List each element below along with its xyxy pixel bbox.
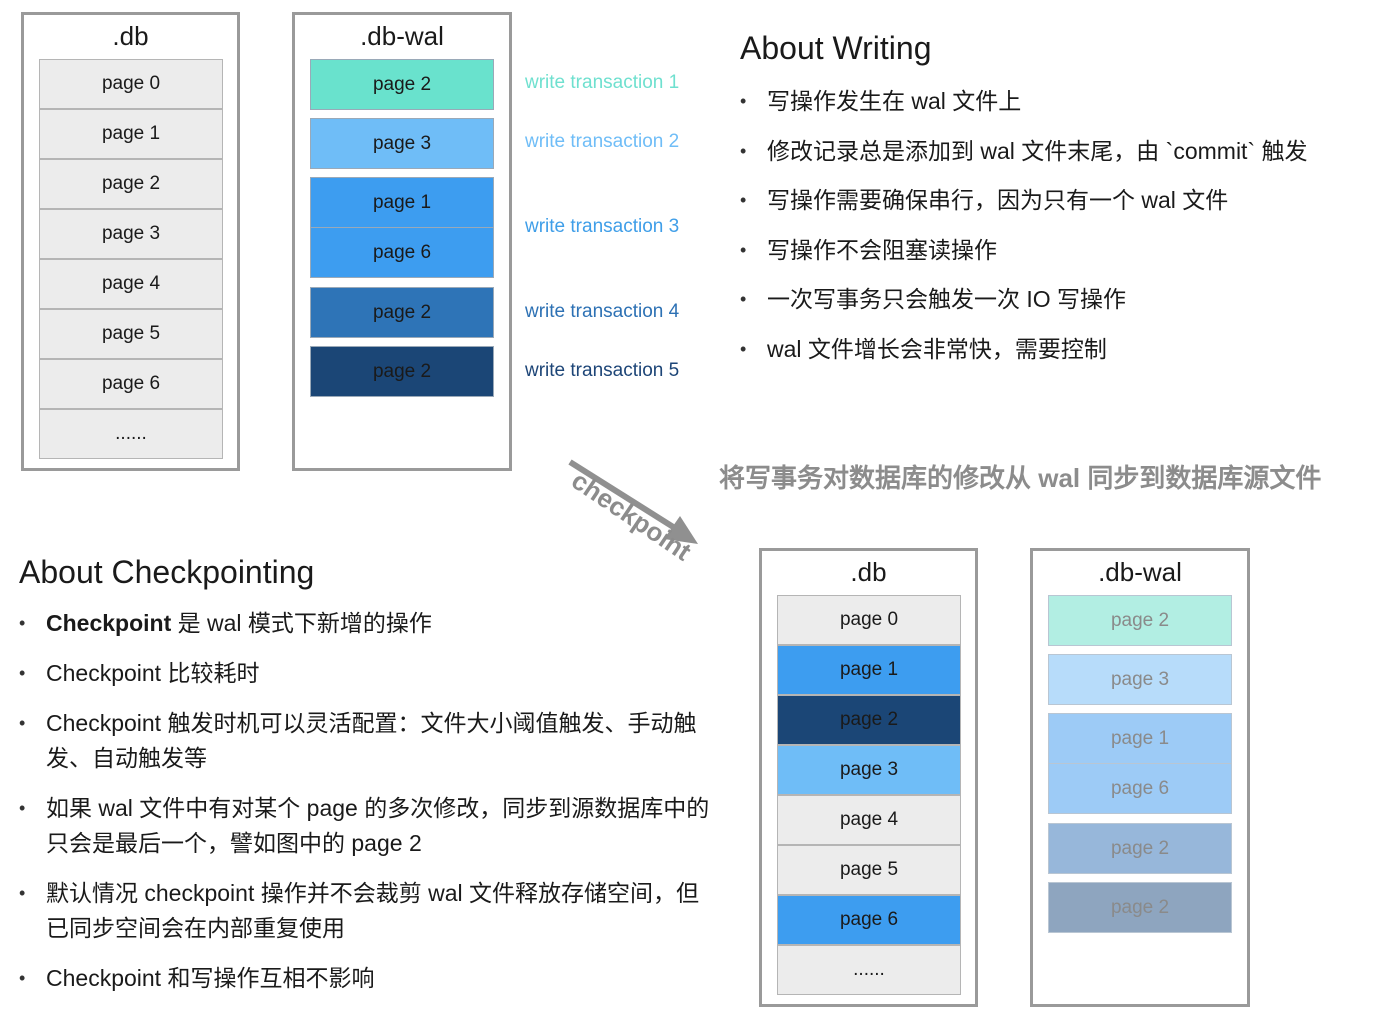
list-item: Checkpoint 比较耗时 — [19, 656, 719, 691]
checkpointing-list: Checkpoint 是 wal 模式下新增的操作 Checkpoint 比较耗… — [19, 606, 719, 1011]
wal-page-cell: page 2 — [1048, 823, 1232, 874]
writing-list: 写操作发生在 wal 文件上修改记录总是添加到 wal 文件末尾，由 `comm… — [740, 84, 1380, 381]
db-page-cell: page 5 — [39, 309, 223, 359]
list-item: Checkpoint 触发时机可以灵活配置：文件大小阈值触发、手动触发、自动触发… — [19, 706, 719, 776]
write-transaction-label: write transaction 5 — [525, 360, 680, 381]
checkpoint-rest: 是 wal 模式下新增的操作 — [171, 610, 432, 636]
wal-page-cell: page 6 — [310, 227, 494, 278]
db-page-cell: page 4 — [39, 259, 223, 309]
db-page-cell: page 0 — [39, 59, 223, 109]
wal-page-cell: page 2 — [310, 287, 494, 338]
db-page-cell: ...... — [777, 945, 961, 995]
wal-page-cell: page 2 — [1048, 595, 1232, 646]
list-item: Checkpoint 是 wal 模式下新增的操作 — [19, 606, 719, 641]
checkpoint-description: 将写事务对数据库的修改从 wal 同步到数据库源文件 — [719, 463, 1322, 493]
list-item: 默认情况 checkpoint 操作并不会裁剪 wal 文件释放存储空间，但已同… — [19, 876, 719, 946]
db-page-cell: page 1 — [777, 645, 961, 695]
db-page-cell: page 0 — [777, 595, 961, 645]
wal-page-cell: page 3 — [310, 118, 494, 169]
db-page-cell: page 4 — [777, 795, 961, 845]
write-transaction-label: write transaction 4 — [525, 301, 680, 322]
wal-page-cell: page 3 — [1048, 654, 1232, 705]
wal-page-cell: page 2 — [310, 59, 494, 110]
list-item: 一次写事务只会触发一次 IO 写操作 — [740, 282, 1380, 317]
write-transaction-label: write transaction 2 — [525, 131, 680, 152]
checkpointing-heading: About Checkpointing — [19, 554, 315, 590]
db-page-cell: page 2 — [777, 695, 961, 745]
db-page-cell: page 6 — [39, 359, 223, 409]
wal-page-cell: page 2 — [310, 346, 494, 397]
top-wal-title: .db-wal — [360, 21, 444, 51]
checkpoint-arrow-icon — [568, 459, 698, 544]
list-item: 修改记录总是添加到 wal 文件末尾，由 `commit` 触发 — [740, 134, 1380, 169]
top-db-title: .db — [112, 21, 149, 51]
checkpoint-bold: Checkpoint — [46, 610, 172, 636]
bottom-wal-title: .db-wal — [1098, 557, 1182, 587]
list-item: 写操作不会阻塞读操作 — [740, 233, 1380, 268]
write-transaction-label: write transaction 1 — [525, 72, 680, 93]
db-page-cell: ...... — [39, 409, 223, 459]
db-page-cell: page 3 — [777, 745, 961, 795]
wal-page-cell: page 1 — [310, 177, 494, 228]
wal-page-cell: page 6 — [1048, 763, 1232, 814]
writing-heading: About Writing — [740, 30, 932, 66]
bottom-db-title: .db — [850, 557, 887, 587]
db-page-cell: page 1 — [39, 109, 223, 159]
wal-page-cell: page 1 — [1048, 713, 1232, 764]
list-item: 如果 wal 文件中有对某个 page 的多次修改，同步到源数据库中的只会是最后… — [19, 791, 719, 861]
wal-page-cell: page 2 — [1048, 882, 1232, 933]
db-page-cell: page 2 — [39, 159, 223, 209]
list-item: 写操作发生在 wal 文件上 — [740, 84, 1380, 119]
db-page-cell: page 6 — [777, 895, 961, 945]
db-page-cell: page 5 — [777, 845, 961, 895]
db-page-cell: page 3 — [39, 209, 223, 259]
list-item: 写操作需要确保串行，因为只有一个 wal 文件 — [740, 183, 1380, 218]
list-item: wal 文件增长会非常快，需要控制 — [740, 332, 1380, 367]
write-transaction-label: write transaction 3 — [525, 216, 680, 237]
list-item: Checkpoint 和写操作互相不影响 — [19, 961, 719, 996]
